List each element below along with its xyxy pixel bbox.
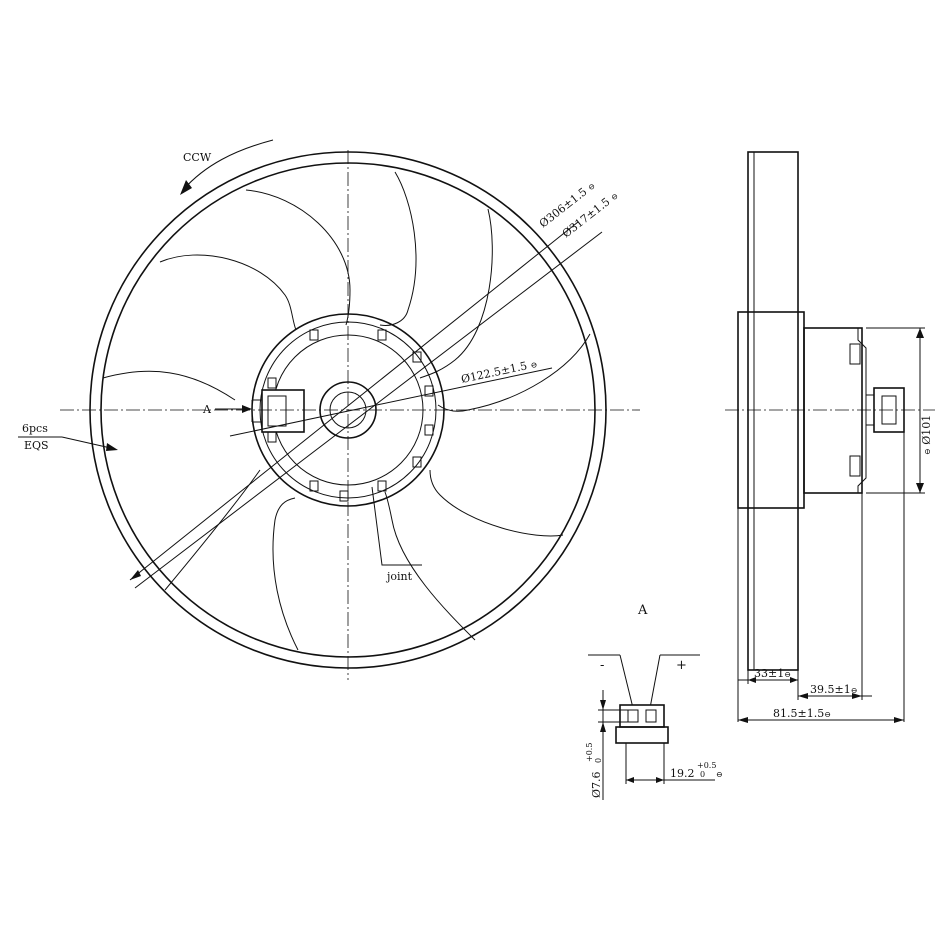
arrowhead — [600, 722, 606, 732]
hub-tab — [412, 456, 422, 468]
terminal-pos — [645, 709, 657, 723]
arrowhead — [106, 443, 118, 451]
arrowhead — [852, 693, 862, 699]
dia122-leader — [229, 367, 553, 437]
hub-tab — [267, 377, 277, 389]
arrowhead — [790, 677, 798, 683]
rotation-arrowhead-icon — [180, 180, 192, 195]
rotation-label: CCW — [183, 151, 212, 164]
arrowhead — [798, 693, 808, 699]
hub-tab — [309, 480, 319, 492]
fan-blade — [272, 497, 299, 651]
blade-count-label: 6pcs — [22, 422, 48, 435]
blade-spacing-label: EQS — [24, 439, 49, 452]
fan-blade — [379, 171, 417, 326]
arrowhead — [916, 328, 924, 338]
arrowhead — [916, 483, 924, 493]
arrowhead — [894, 717, 904, 723]
arrowhead — [130, 570, 141, 580]
motor-tab — [849, 455, 861, 477]
detail-view-a: A - + 19.2 +0.5 0 ⊖ Ø7.6 +0.5 0 — [585, 603, 723, 800]
fan-side-view: ⊖ Ø101 33±1⊖ 39.5±1⊖ 81.5±1.5⊖ — [725, 151, 935, 723]
hub-tab — [412, 351, 422, 363]
hub-tab — [377, 329, 387, 341]
fan-blade — [245, 189, 351, 326]
arrowhead — [748, 677, 756, 683]
terminal-neg — [627, 709, 639, 723]
conn-height-tol-lower: 0 — [594, 758, 603, 763]
depth81-label: 81.5±1.5⊖ — [773, 707, 831, 720]
depth33-label: 33±1⊖ — [754, 667, 791, 680]
conn-width-tol-upper: +0.5 — [697, 761, 716, 770]
conn-width-label: 19.2 — [670, 767, 695, 780]
conn-width-tol-lower: 0 — [700, 770, 705, 779]
motor-flange — [857, 328, 867, 493]
hub-tab — [339, 490, 349, 502]
arrowhead — [738, 717, 748, 723]
terminal-housing — [619, 704, 665, 728]
joint-leader — [371, 486, 422, 566]
fan-blade — [102, 370, 236, 401]
dia306-leader — [129, 221, 579, 581]
motor-body — [803, 327, 863, 494]
arrowhead — [600, 700, 606, 710]
rotation-arrow — [182, 139, 274, 191]
joint-label: joint — [385, 570, 413, 583]
hub-tab — [267, 431, 277, 443]
view-marker-a: A — [202, 403, 212, 416]
fan-blade — [159, 254, 297, 331]
shroud-profile — [747, 151, 799, 671]
hub-tab — [424, 385, 434, 397]
conn-width-mark: ⊖ — [716, 770, 723, 779]
depth39-label: 39.5±1⊖ — [810, 683, 857, 696]
detail-a-title: A — [637, 603, 648, 618]
hub-tab — [377, 480, 387, 492]
plus-label: + — [676, 658, 687, 673]
fan-blade — [164, 469, 261, 591]
arrowhead — [656, 777, 664, 783]
terminal-base — [615, 726, 669, 744]
motor-tab — [849, 343, 861, 365]
fan-blade — [384, 491, 476, 641]
dia122-label: Ø122.5±1.5 ⊖ — [460, 357, 538, 386]
hub-tab — [309, 329, 319, 341]
hub-tab — [424, 424, 434, 436]
fan-front-view: CCW A 6pcs EQS joint Ø306±1.5 ⊖ Ø317±1.5… — [18, 139, 640, 680]
arrowhead — [242, 405, 252, 413]
conn-height-tol-upper: +0.5 — [585, 743, 594, 762]
minus-label: - — [600, 658, 604, 673]
conn-height-label: Ø7.6 — [590, 771, 603, 798]
fan-blade — [429, 469, 564, 537]
dia317-leader — [134, 231, 603, 589]
arrowhead — [626, 777, 634, 783]
fan-blade — [419, 208, 493, 379]
dia101-label: ⊖ Ø101 — [920, 415, 933, 455]
